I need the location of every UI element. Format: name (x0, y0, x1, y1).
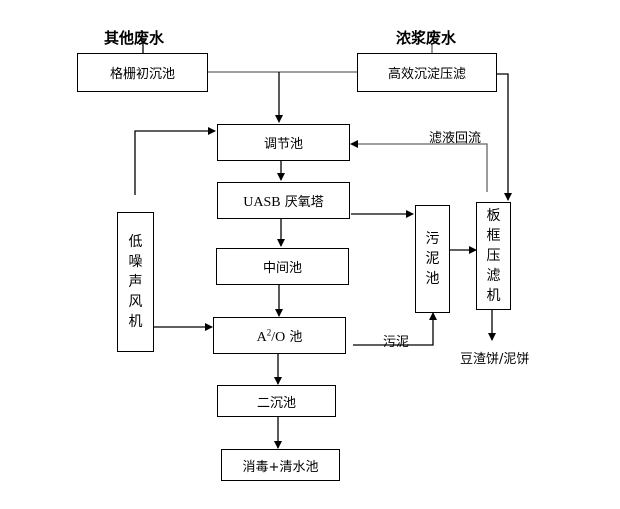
node-filter-press-char: 框 (486, 228, 501, 244)
node-blower-char: 机 (128, 314, 143, 330)
node-disinfection-tank-label: 消毒+清水池 (242, 459, 319, 475)
node-low-noise-blower[interactable]: 低 噪 声 风 机 (117, 212, 154, 352)
node-equalization-tank-label: 调节池 (263, 137, 303, 152)
node-sludge-tank[interactable]: 污 泥 池 (415, 205, 450, 313)
node-disinfection-tank[interactable]: 消毒+清水池 (221, 449, 340, 481)
node-uasb-reactor[interactable]: UASB 厌氧塔 (217, 182, 350, 219)
edge-filtrate-return (350, 140, 488, 192)
node-blower-char: 低 (128, 234, 143, 250)
input-concentrate-wastewater: 浓浆废水 (396, 29, 457, 47)
node-intermediate-tank[interactable]: 中间池 (216, 248, 349, 285)
node-sludge-tank-char: 泥 (425, 251, 440, 267)
edge-settling-to-filterpress (497, 73, 512, 201)
edge-blower-to-equalization (134, 127, 216, 195)
node-efficient-settling[interactable]: 高效沉淀压滤 (357, 53, 497, 92)
node-plate-filter-press[interactable]: 板 框 压 滤 机 (476, 202, 511, 310)
node-ao-tank[interactable]: A2/O 池 (213, 317, 346, 354)
node-filter-press-char: 机 (486, 288, 501, 304)
input-other-wastewater: 其他废水 (104, 29, 165, 47)
node-blower-char: 噪 (128, 254, 143, 270)
node-filter-press-char: 压 (486, 248, 501, 264)
output-cake-label: 豆渣饼/泥饼 (460, 352, 530, 367)
node-grid-tank[interactable]: 格栅初沉池 (77, 53, 208, 92)
node-uasb-label: UASB 厌氧塔 (243, 194, 324, 210)
node-grid-tank-label: 格栅初沉池 (109, 67, 175, 82)
node-secondary-clarifier-label: 二沉池 (256, 395, 296, 411)
node-ao-label: A2/O 池 (256, 327, 303, 345)
node-blower-char: 风 (128, 294, 143, 310)
node-efficient-settling-label: 高效沉淀压滤 (387, 67, 466, 82)
node-filter-press-char: 滤 (486, 268, 501, 284)
edge-ao-to-sludge (353, 312, 437, 346)
node-sludge-tank-char: 污 (425, 231, 440, 247)
node-intermediate-tank-label: 中间池 (262, 261, 302, 276)
node-secondary-clarifier[interactable]: 二沉池 (217, 385, 336, 417)
node-blower-char: 声 (128, 274, 143, 290)
node-filter-press-char: 板 (486, 208, 501, 224)
edge-label-filtrate-return: 滤液回流 (429, 131, 482, 146)
node-sludge-tank-char: 池 (425, 271, 440, 287)
edge-label-sludge: 污泥 (383, 335, 410, 350)
node-equalization-tank[interactable]: 调节池 (217, 124, 350, 161)
